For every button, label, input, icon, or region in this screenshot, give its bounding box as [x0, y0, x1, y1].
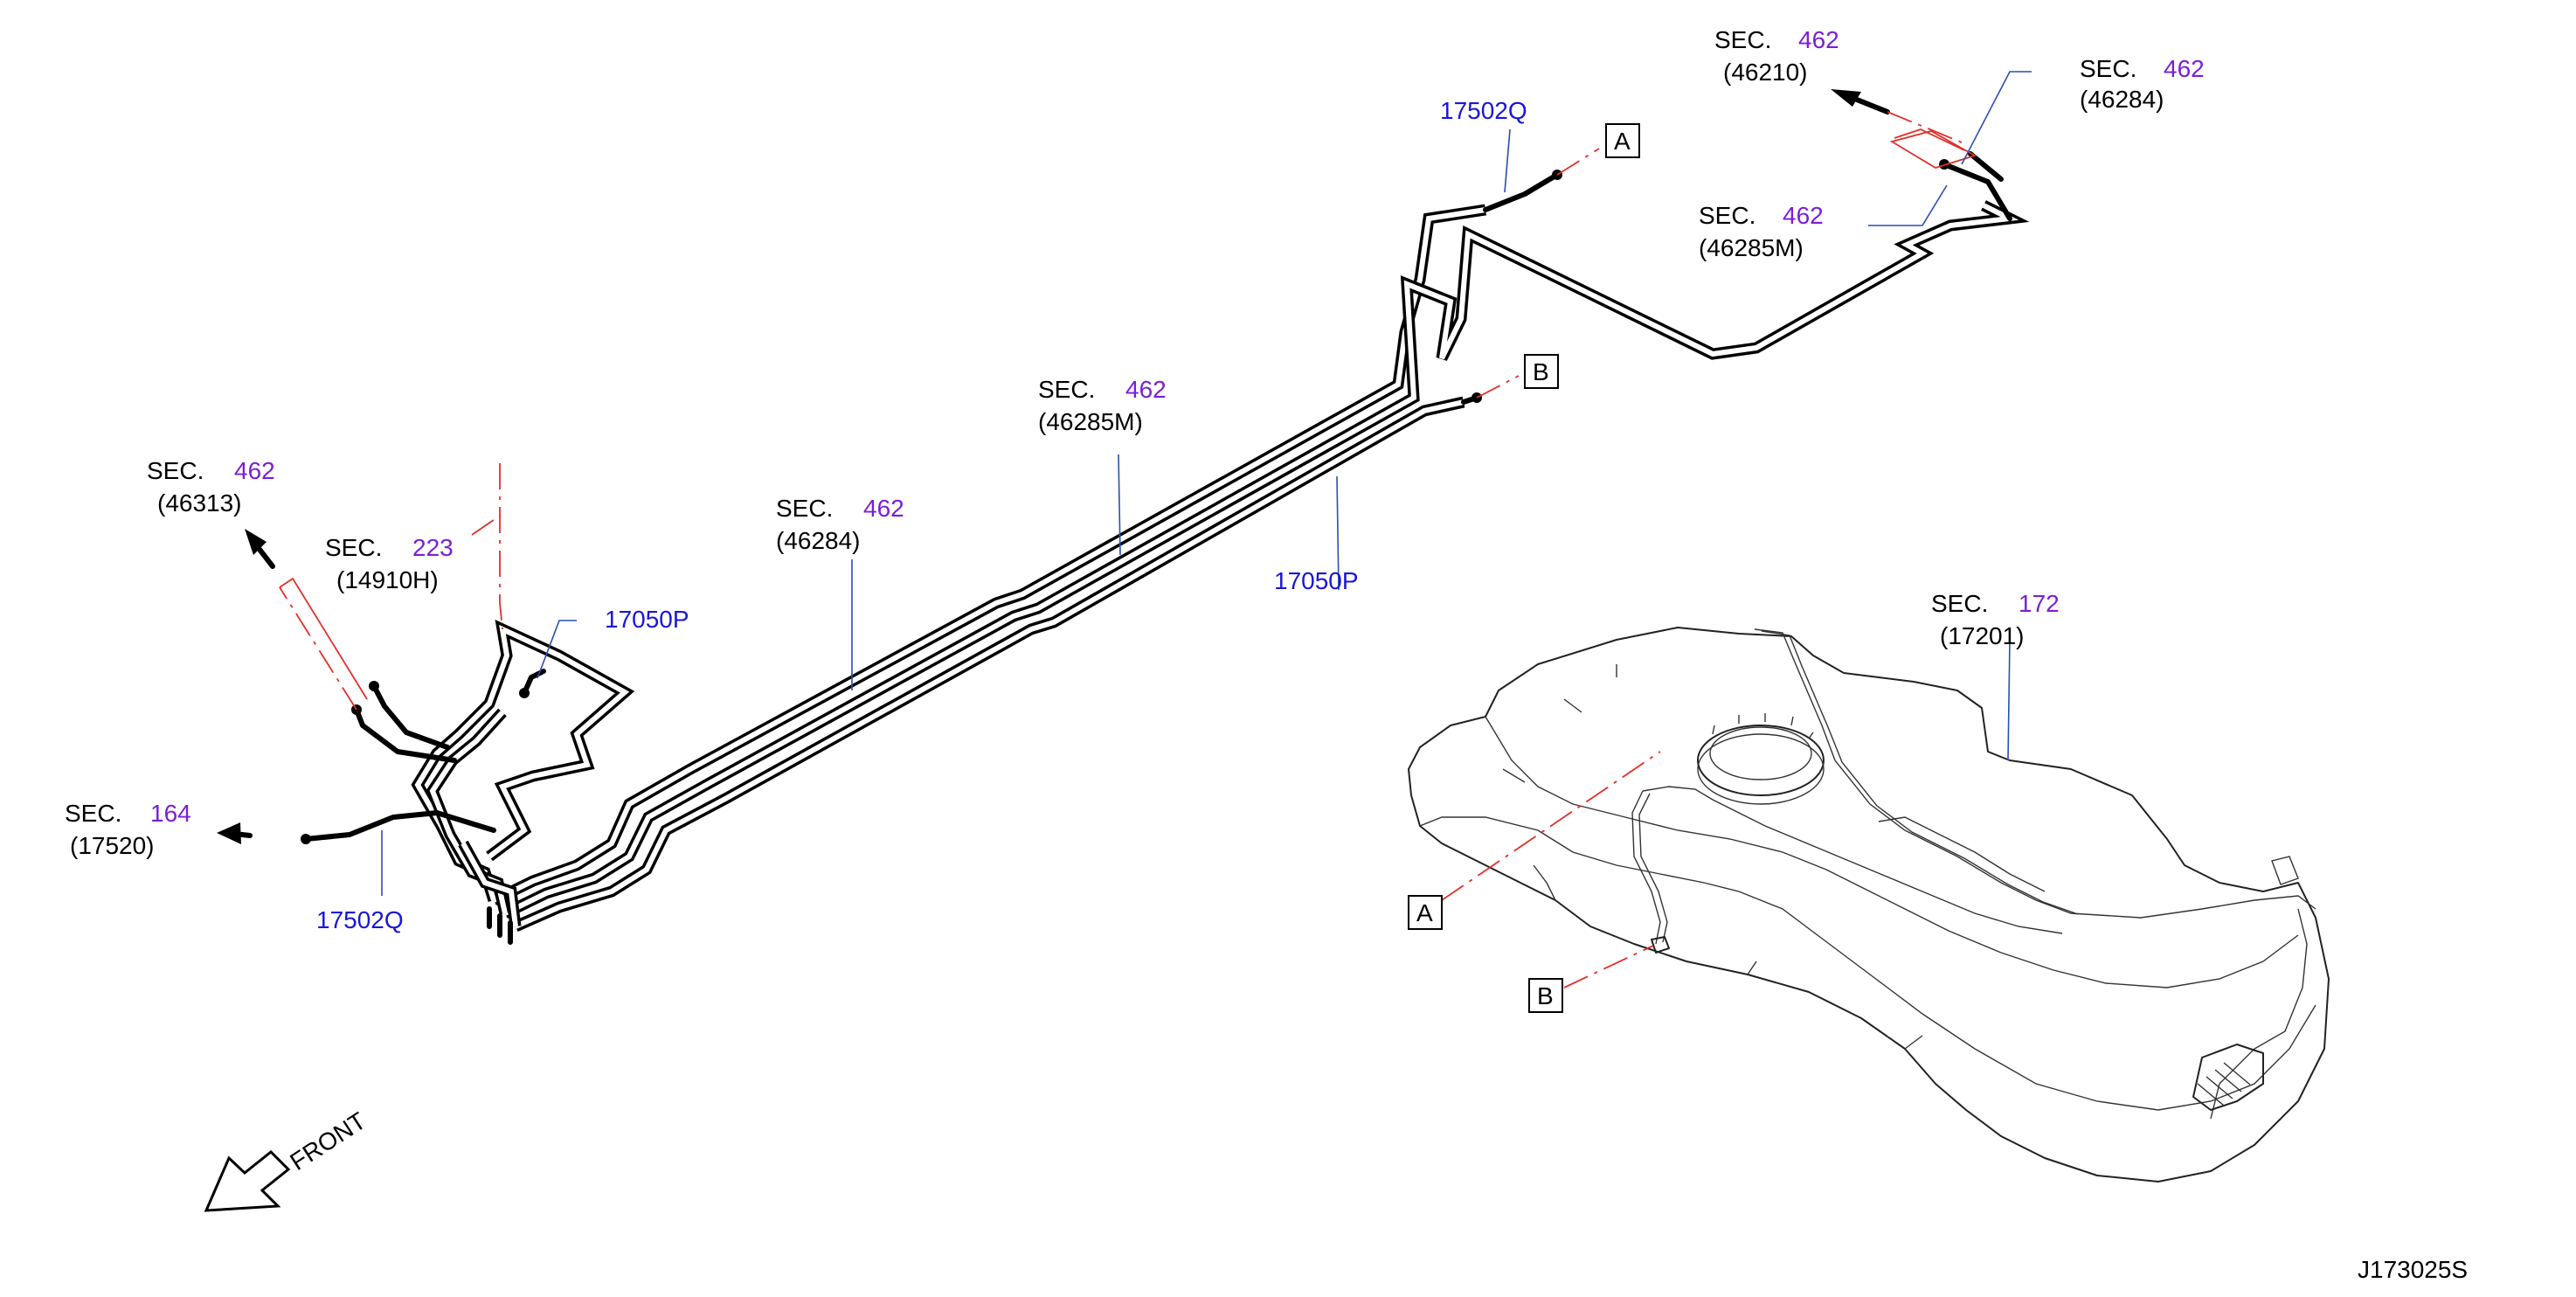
connector-lines	[279, 111, 1967, 988]
marker-b-top: B	[1524, 354, 1559, 389]
front-label: FRONT	[285, 1107, 370, 1176]
callout-sec462-46285m-mid: SEC. 462 (46285M)	[1038, 376, 1167, 435]
label-17050p-mid: 17050P	[1274, 567, 1359, 594]
svg-text:164: 164	[150, 800, 191, 827]
callout-sec462-46284-top: SEC. 462 (46284)	[2080, 55, 2205, 113]
svg-text:B: B	[1533, 358, 1549, 385]
svg-text:SEC.: SEC.	[1931, 590, 1988, 617]
diagram-id: J173025S	[2358, 1256, 2468, 1283]
label-17502q-top: 17502Q	[1440, 97, 1527, 124]
callout-sec462-46285m-top: SEC. 462 (46285M)	[1699, 202, 1824, 261]
svg-text:462: 462	[1783, 202, 1824, 229]
front-pipe-assembly	[217, 529, 635, 945]
svg-text:462: 462	[863, 495, 904, 522]
fuel-pump-ring	[1697, 725, 1825, 796]
svg-text:172: 172	[2019, 590, 2060, 617]
svg-text:SEC.: SEC.	[147, 457, 204, 484]
svg-text:462: 462	[234, 457, 275, 484]
svg-text:223: 223	[412, 534, 454, 561]
svg-text:SEC.: SEC.	[1714, 26, 1771, 53]
svg-text:462: 462	[1798, 26, 1839, 53]
svg-text:SEC.: SEC.	[65, 800, 121, 827]
marker-a-tank: A	[1408, 895, 1443, 930]
svg-text:(17520): (17520)	[70, 832, 155, 859]
callout-sec172-17201: SEC. 172 (17201)	[1931, 590, 2060, 649]
fuel-tube-middle	[502, 200, 2030, 919]
leader-lines	[381, 71, 2032, 896]
svg-text:A: A	[1614, 128, 1631, 155]
svg-text:SEC.: SEC.	[325, 534, 382, 561]
svg-text:(46210): (46210)	[1723, 59, 1808, 86]
tube-17502q-top	[1483, 172, 1560, 212]
callout-sec462-46210: SEC. 462 (46210)	[1714, 26, 1839, 86]
svg-text:462: 462	[2164, 55, 2205, 82]
label-17502q-left: 17502Q	[316, 906, 404, 933]
svg-text:(17201): (17201)	[1940, 622, 2025, 649]
svg-text:(14910H): (14910H)	[336, 566, 439, 593]
svg-text:(46313): (46313)	[157, 489, 242, 517]
svg-text:(46285M): (46285M)	[1699, 234, 1804, 261]
svg-text:462: 462	[1125, 376, 1167, 403]
svg-text:SEC.: SEC.	[1699, 202, 1755, 229]
svg-text:(46285M): (46285M)	[1038, 408, 1143, 435]
svg-text:SEC.: SEC.	[2080, 55, 2136, 82]
svg-text:SEC.: SEC.	[776, 495, 833, 522]
callout-sec223-14910h: SEC. 223 (14910H)	[325, 534, 454, 593]
front-arrow: FRONT	[204, 1107, 370, 1212]
fuel-tube-bundle	[491, 200, 2030, 932]
callout-sec164-17520: SEC. 164 (17520)	[65, 800, 191, 859]
fuel-tank	[1408, 627, 2330, 1183]
marker-b-tank: B	[1528, 978, 1563, 1013]
front-arrow-icon	[204, 1149, 291, 1212]
svg-text:(46284): (46284)	[776, 527, 861, 554]
top-right-connector	[1831, 89, 2012, 221]
svg-text:B: B	[1537, 982, 1554, 1009]
callout-sec462-46284-mid: SEC. 462 (46284)	[776, 495, 904, 554]
svg-text:SEC.: SEC.	[1038, 376, 1095, 403]
svg-text:A: A	[1416, 899, 1433, 926]
marker-a-top: A	[1605, 123, 1640, 158]
callout-sec462-46313: SEC. 462 (46313)	[147, 457, 275, 517]
svg-text:(46284): (46284)	[2080, 86, 2164, 113]
label-17050p-left: 17050P	[605, 606, 689, 633]
